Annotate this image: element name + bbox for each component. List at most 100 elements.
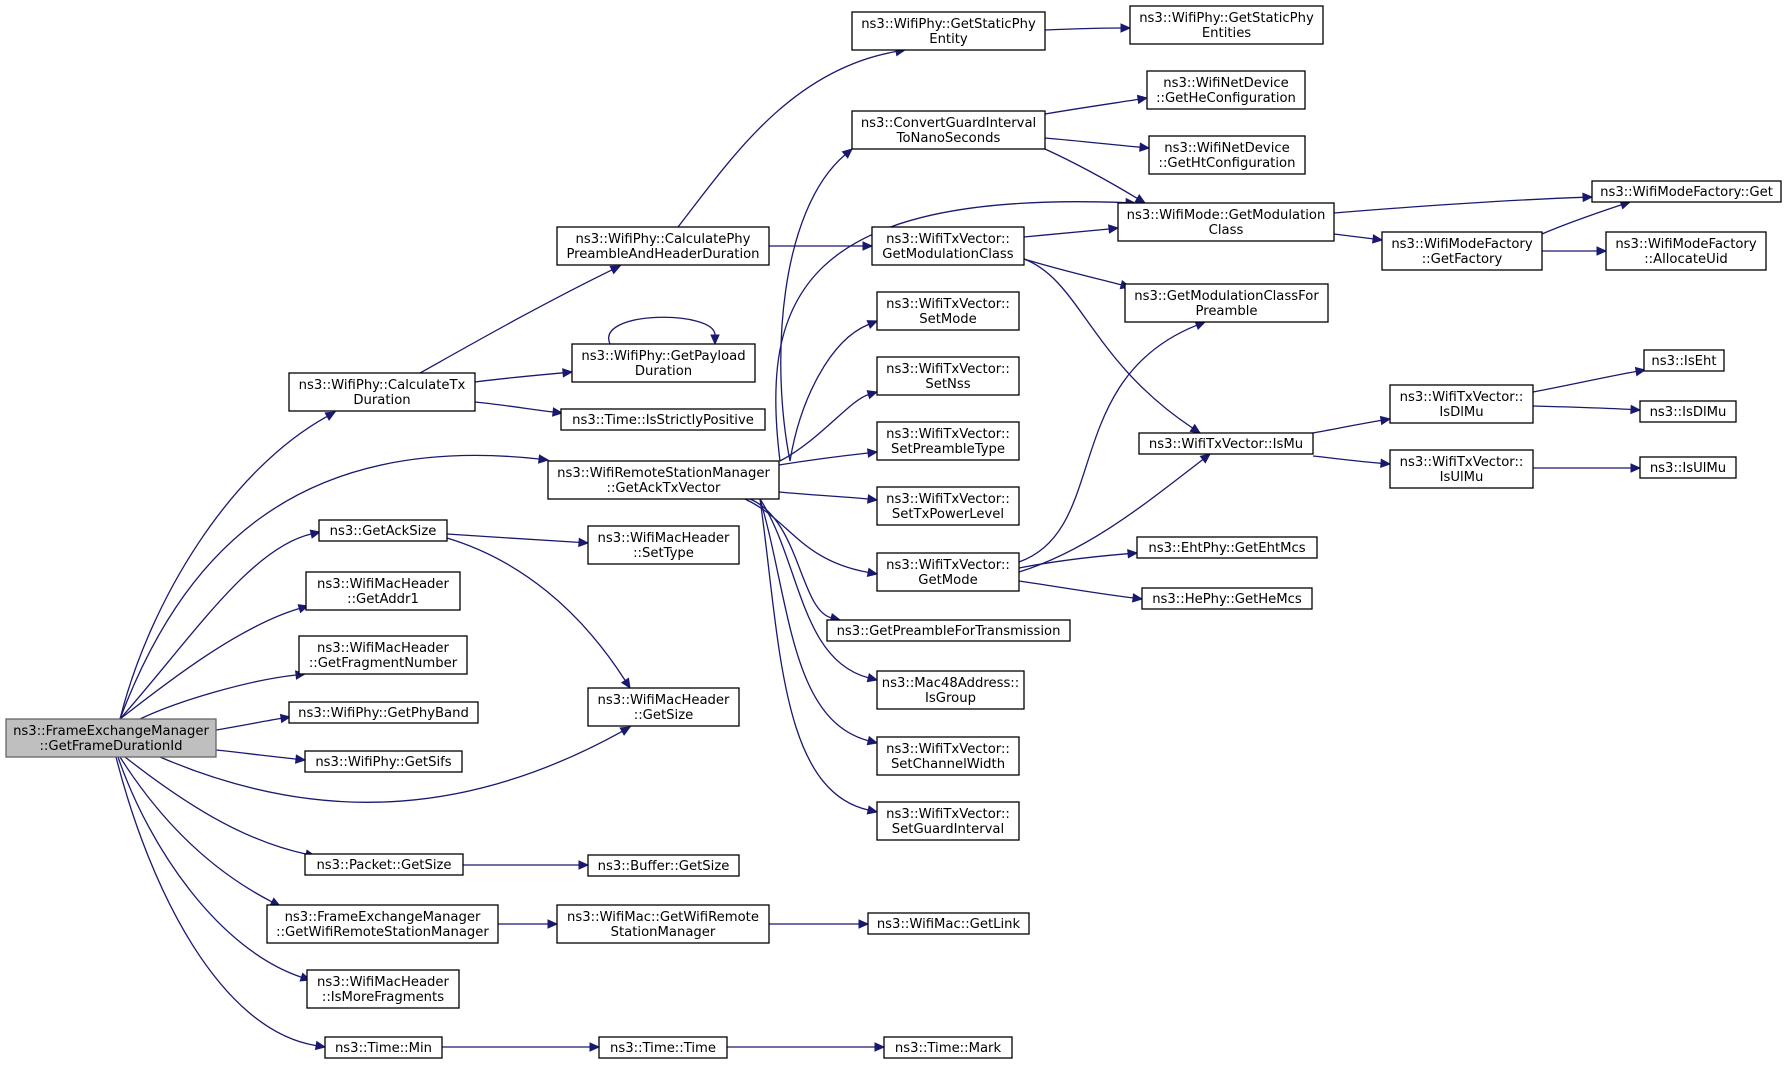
node-timeMin[interactable]: ns3::Time::Min <box>324 1036 443 1059</box>
call-edge-calcTx-to-calcPhyPre <box>419 265 622 374</box>
node-label-line: ::GetSize <box>634 708 693 723</box>
call-edge-root-to-timeMin <box>115 756 327 1051</box>
node-label-line: ns3::FrameExchangeManager <box>285 910 481 925</box>
node-setType[interactable]: ns3::WifiMacHeader::SetType <box>587 525 740 565</box>
node-isMu[interactable]: ns3::WifiTxVector::IsMu <box>1138 432 1314 455</box>
node-setGI[interactable]: ns3::WifiTxVector::SetGuardInterval <box>876 801 1020 841</box>
edge-line <box>1018 324 1197 563</box>
node-label-line: ::GetHeConfiguration <box>1156 91 1296 106</box>
edge-line <box>1532 405 1632 411</box>
node-getPreambleTx[interactable]: ns3::GetPreambleForTransmission <box>826 619 1071 642</box>
node-box <box>288 372 476 412</box>
node-getAckSize[interactable]: ns3::GetAckSize <box>318 519 448 542</box>
node-isEht[interactable]: ns3::IsEht <box>1643 349 1725 372</box>
edge-line <box>1541 204 1622 235</box>
node-timeMark[interactable]: ns3::Time::Mark <box>883 1036 1013 1059</box>
call-edge-isUlMuTx-to-isUlMu <box>1533 463 1642 473</box>
arrowhead <box>609 265 622 275</box>
call-edge-root-to-calcTx <box>119 411 337 720</box>
node-label-line: ns3::Time::Min <box>335 1041 432 1056</box>
node-isUlMu[interactable]: ns3::IsUlMu <box>1639 456 1737 479</box>
node-txGetMode[interactable]: ns3::WifiTxVector::GetMode <box>876 552 1020 592</box>
node-label-line: ns3::WifiMacHeader <box>317 641 450 656</box>
node-label-line: Entity <box>929 32 968 47</box>
node-label-line: Class <box>1209 223 1244 238</box>
edge-line <box>1018 553 1129 569</box>
node-label-line: ns3::WifiPhy::CalculateTx <box>299 378 466 393</box>
arrowhead <box>1199 453 1211 464</box>
edge-line <box>1044 148 1138 199</box>
call-edge-isDlMuTx-to-isEht <box>1532 366 1647 393</box>
node-isGroup[interactable]: ns3::Mac48Address::IsGroup <box>876 670 1025 710</box>
node-setMode[interactable]: ns3::WifiTxVector::SetMode <box>876 291 1020 331</box>
node-label-line: ns3::WifiTxVector:: <box>886 492 1010 507</box>
node-modeGetModClass[interactable]: ns3::WifiMode::GetModulationClass <box>1117 202 1335 242</box>
node-calcPhyPre[interactable]: ns3::WifiPhy::CalculatePhyPreambleAndHea… <box>556 226 770 266</box>
arrowhead <box>1136 94 1149 105</box>
node-setNss[interactable]: ns3::WifiTxVector::SetNss <box>876 356 1020 396</box>
node-box <box>318 519 448 542</box>
arrowhead <box>578 860 590 870</box>
node-getAckTx[interactable]: ns3::WifiRemoteStationManager::GetAckTxV… <box>547 460 780 500</box>
node-factGet[interactable]: ns3::WifiModeFactory::Get <box>1591 180 1782 203</box>
node-label-line: SetPreambleType <box>891 442 1005 457</box>
node-getHeMcs[interactable]: ns3::HePhy::GetHeMcs <box>1141 587 1313 610</box>
node-label-line: ns3::IsUlMu <box>1650 461 1726 476</box>
edge-line <box>1312 419 1382 434</box>
node-isUlMuTx[interactable]: ns3::WifiTxVector::IsUlMu <box>1389 449 1534 489</box>
call-nodes: ns3::FrameExchangeManager::GetFrameDurat… <box>5 5 1782 1059</box>
call-edge-getAckTx-to-getPreambleTx <box>749 498 842 623</box>
node-allocUid[interactable]: ns3::WifiModeFactory::AllocateUid <box>1605 231 1767 271</box>
arrowhead <box>1380 458 1392 469</box>
edge-line <box>778 452 869 466</box>
node-macHdrGetSize[interactable]: ns3::WifiMacHeader::GetSize <box>587 687 740 727</box>
arrowhead <box>866 390 879 400</box>
node-label-line: Duration <box>635 364 692 379</box>
node-box <box>598 1036 728 1059</box>
node-getLink[interactable]: ns3::WifiMac::GetLink <box>867 912 1030 935</box>
arrowhead <box>619 726 632 736</box>
node-timeTime[interactable]: ns3::Time::Time <box>598 1036 728 1059</box>
node-box <box>867 912 1030 935</box>
arrowhead <box>1596 246 1608 256</box>
edge-line <box>1333 233 1374 240</box>
node-getHtConf[interactable]: ns3::WifiNetDevice::GetHtConfiguration <box>1148 135 1306 175</box>
node-root[interactable]: ns3::FrameExchangeManager::GetFrameDurat… <box>5 718 217 758</box>
edge-line <box>677 50 897 228</box>
node-isDlMuTx[interactable]: ns3::WifiTxVector::IsDlMu <box>1389 384 1534 424</box>
node-strictPos[interactable]: ns3::Time::IsStrictlyPositive <box>560 408 766 431</box>
node-getWifiRsm[interactable]: ns3::WifiMac::GetWifiRemoteStationManage… <box>556 904 770 944</box>
node-packetGetSize[interactable]: ns3::Packet::GetSize <box>304 853 464 876</box>
node-getPhyBand[interactable]: ns3::WifiPhy::GetPhyBand <box>288 701 479 724</box>
node-txGetModClass[interactable]: ns3::WifiTxVector::GetModulationClass <box>871 226 1025 266</box>
arrowhead <box>841 148 853 159</box>
edge-line <box>446 533 580 544</box>
node-getAddr1[interactable]: ns3::WifiMacHeader::GetAddr1 <box>305 571 461 611</box>
arrowhead <box>309 529 322 539</box>
node-box <box>826 619 1071 642</box>
node-label-line: ::AllocateUid <box>1644 252 1728 267</box>
node-isMoreFrag[interactable]: ns3::WifiMacHeader::IsMoreFragments <box>306 969 460 1009</box>
node-getFragNum[interactable]: ns3::WifiMacHeader::GetFragmentNumber <box>298 635 468 675</box>
node-getFactory[interactable]: ns3::WifiModeFactory::GetFactory <box>1381 231 1543 271</box>
node-getHeConf[interactable]: ns3::WifiNetDevice::GetHeConfiguration <box>1146 70 1306 110</box>
node-getSifs[interactable]: ns3::WifiPhy::GetSifs <box>304 750 463 773</box>
node-bufGetSize[interactable]: ns3::Buffer::GetSize <box>587 854 740 877</box>
node-setChanWidth[interactable]: ns3::WifiTxVector::SetChannelWidth <box>876 736 1020 776</box>
call-edge-calcPhyPre-to-txGetModClass <box>768 241 874 251</box>
node-label-line: ns3::ConvertGuardInterval <box>861 116 1036 131</box>
node-getEhtMcs[interactable]: ns3::EhtPhy::GetEhtMcs <box>1136 536 1318 559</box>
node-fem[interactable]: ns3::FrameExchangeManager::GetWifiRemote… <box>266 904 499 944</box>
node-label-line: ns3::WifiPhy::GetPhyBand <box>298 706 469 721</box>
node-setTxPower[interactable]: ns3::WifiTxVector::SetTxPowerLevel <box>876 486 1020 526</box>
call-edge-getAckTx-to-setMode <box>789 320 879 462</box>
node-setPreamble[interactable]: ns3::WifiTxVector::SetPreambleType <box>876 421 1020 461</box>
node-isDlMu[interactable]: ns3::IsDlMu <box>1639 400 1737 423</box>
node-box <box>1639 400 1737 423</box>
